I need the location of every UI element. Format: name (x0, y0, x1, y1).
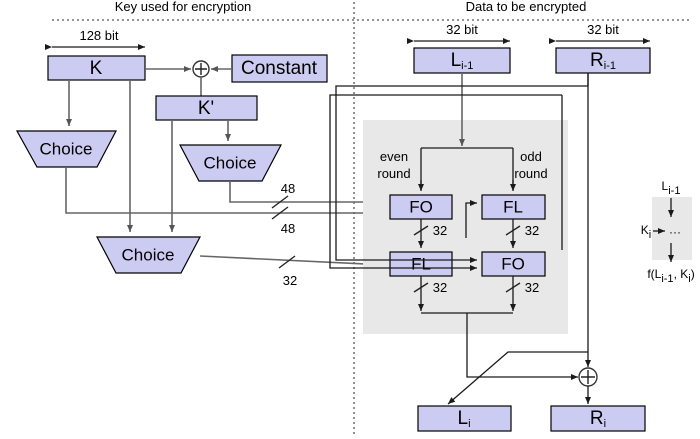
bus-choice2-to-fo (229, 181, 385, 205)
input-left-label: Li-1 (451, 50, 474, 72)
right-input-width-label: 32 bit (587, 22, 619, 37)
k-box[interactable] (47, 55, 146, 81)
input-left-main: L (451, 50, 462, 71)
legend-result-prefix: f(L (647, 267, 661, 281)
bus-label-48-upper: 48 (271, 181, 295, 209)
wire-feedback-outer (335, 85, 588, 263)
choice-box-3-label: Choice (122, 245, 175, 264)
output-left-box[interactable] (417, 405, 512, 432)
legend-result-mid: , K (674, 267, 689, 281)
wire-branch-to-fl-odd (465, 200, 477, 238)
k-box-label: K (90, 58, 103, 79)
fo-odd-label: FO (501, 254, 525, 273)
width-fl-even-text: 32 (433, 280, 447, 295)
fl-odd-box[interactable] (481, 194, 546, 220)
wire-cross-to-output-left (447, 351, 588, 405)
odd-round-label-line2: round (514, 166, 547, 181)
output-left-main: L (457, 408, 468, 429)
even-round-label-line2: round (377, 166, 410, 181)
fo-even-label: FO (409, 197, 433, 216)
right-section-title: Data to be encrypted (466, 0, 587, 14)
width-fl-odd: 32 (505, 223, 539, 238)
width-fo-odd-text: 32 (525, 280, 539, 295)
input-left-box[interactable] (413, 47, 511, 74)
fo-even-box[interactable] (389, 194, 453, 220)
key-width-dimension: 128 bit (45, 28, 145, 50)
bus-label-48-lower: 48 (271, 206, 295, 236)
legend-result-label: f(Li-1, Ki) (647, 267, 694, 285)
left-input-width-dimension: 32 bit (407, 22, 510, 44)
legend-result-suffix: ) (691, 267, 695, 281)
width-fo-even: 32 (413, 223, 447, 238)
wire-feedback-inner (329, 94, 562, 271)
fl-even-box[interactable] (389, 251, 453, 277)
output-right-main: R (590, 408, 604, 429)
input-right-label: Ri-1 (590, 50, 616, 72)
choice-box-2[interactable]: Choice (179, 144, 282, 182)
fl-odd-label: FL (503, 197, 523, 216)
legend-key-label: Ki (641, 223, 651, 241)
output-xor-node (578, 367, 598, 387)
legend-input-subscript: i-1 (668, 185, 680, 197)
width-fl-odd-text: 32 (525, 223, 539, 238)
wire-merge-to-xor (466, 313, 578, 380)
output-right-box[interactable] (550, 405, 646, 432)
bus-choice1-to-fo (65, 167, 385, 216)
fo-odd-box[interactable] (481, 251, 546, 277)
output-left-subscript: i (468, 418, 470, 430)
legend-body-dots: ··· (669, 225, 681, 239)
kprime-box-label: K' (198, 98, 214, 119)
odd-round-label-line1: odd (520, 149, 542, 164)
legend-result-sub2: i (688, 273, 690, 285)
legend-result-sub1: i-1 (661, 273, 673, 285)
kprime-box[interactable] (155, 95, 258, 121)
bus-choice3-to-fl (199, 255, 386, 268)
fl-even-label: FL (411, 254, 431, 273)
legend-input-label: Li-1 (662, 179, 681, 197)
output-right-label: Ri (590, 408, 606, 430)
left-input-width-label: 32 bit (446, 22, 478, 37)
bus-32-key-text: 32 (283, 273, 297, 288)
input-right-main: R (590, 50, 604, 71)
legend-input-main: L (662, 179, 669, 193)
constant-box[interactable] (231, 54, 328, 83)
key-xor-node (192, 60, 210, 78)
width-fo-odd: 32 (505, 280, 539, 295)
width-fl-even: 32 (413, 280, 447, 295)
input-right-subscript: i-1 (604, 60, 616, 72)
left-section-title: Key used for encryption (115, 0, 252, 14)
choice-box-1-label: Choice (40, 139, 93, 158)
output-right-subscript: i (604, 418, 606, 430)
choice-box-1[interactable]: Choice (15, 130, 117, 168)
legend-key-subscript: i (649, 229, 651, 241)
even-round-label-line1: even (380, 149, 408, 164)
output-left-label: Li (457, 408, 470, 430)
legend-group: Li-1 Ki ··· f(Li-1, Ki) (641, 179, 695, 285)
key-width-label: 128 bit (79, 28, 118, 43)
width-fo-even-text: 32 (433, 223, 447, 238)
input-left-subscript: i-1 (461, 60, 473, 72)
constant-box-label: Constant (241, 58, 318, 79)
input-right-box[interactable] (555, 47, 651, 74)
bus-label-32-key: 32 (278, 255, 297, 288)
bus-48-lower-text: 48 (281, 221, 295, 236)
bus-48-upper-text: 48 (281, 181, 295, 196)
legend-key-main: K (641, 223, 649, 237)
right-input-width-dimension: 32 bit (549, 22, 650, 44)
choice-box-2-label: Choice (204, 153, 257, 172)
choice-box-3[interactable]: Choice (96, 236, 201, 274)
